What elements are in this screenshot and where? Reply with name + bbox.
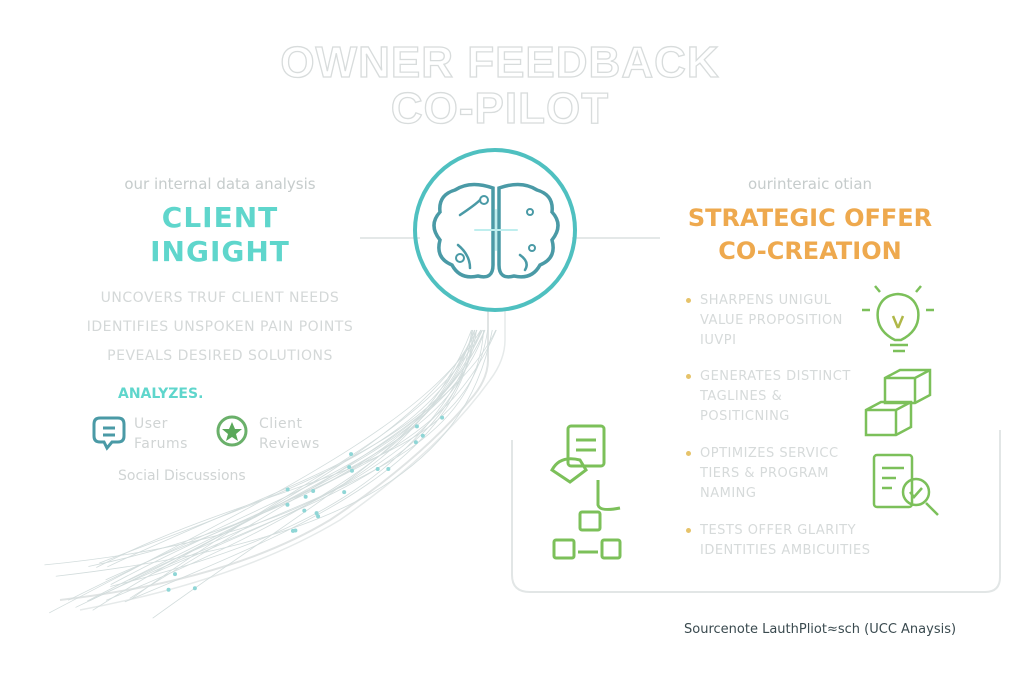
right-subtitle: ourinteraic otian: [747, 175, 873, 193]
building-blocks-icon: [864, 368, 932, 437]
network-node: [349, 468, 354, 473]
network-node: [303, 494, 308, 499]
workflow-icon: [550, 424, 622, 560]
title-line-2: CO-PILOT: [390, 83, 610, 133]
network-strand: [87, 329, 477, 602]
network-node: [386, 467, 391, 472]
network-strand: [96, 329, 489, 568]
network-strand: [44, 329, 476, 566]
network-strand: [88, 329, 473, 567]
bullet-line: TAGLINES &: [700, 389, 783, 404]
stem-line: [59, 308, 489, 601]
lightbulb-icon: [862, 285, 934, 353]
network-node: [173, 572, 178, 577]
network-strand: [75, 329, 478, 608]
network-node: [342, 490, 347, 495]
network-strand: [105, 329, 483, 601]
network-node: [349, 452, 354, 457]
right-heading-line-2: CO-CREATION: [718, 237, 902, 265]
capability-item: IDENTIFIES UNSPOKEN PAIN POINTS: [86, 319, 354, 335]
star-badge-icon: [216, 415, 248, 447]
network-strand: [110, 329, 497, 586]
left-subtitle: our internal data analysis: [124, 175, 316, 193]
source-label: Farums: [134, 436, 188, 452]
bullet-line: TESTS OFFER GLARITY: [700, 523, 857, 538]
brain-icon: [413, 148, 577, 312]
social-discussions: Social Discussions: [118, 468, 246, 484]
output-frame: [511, 430, 1001, 593]
document-check-icon: [872, 453, 939, 516]
chat-bubble-icon: [92, 416, 126, 451]
bullet-line: NAMING: [700, 486, 757, 501]
bullet-line: VALUE PROPOSITION: [700, 313, 843, 328]
network-strand: [110, 329, 482, 587]
network-node: [420, 433, 425, 438]
network-strand: [129, 329, 497, 599]
bullet-dot: [686, 451, 691, 456]
network-node: [285, 487, 290, 492]
offer-bullet: SHARPENS UNIGUL VALUE PROPOSITION IUVPI: [686, 291, 843, 351]
capability-item: UNCOVERS TRUF CLIENT NEEDS: [100, 290, 340, 306]
network-node: [302, 508, 307, 513]
network-node: [414, 424, 419, 429]
network-node: [316, 514, 321, 519]
network-strand: [49, 329, 482, 614]
analyzes-label: ANALYZES.: [118, 386, 204, 402]
network-strand: [68, 329, 486, 601]
bullet-line: TIERS & PROGRAM: [700, 466, 829, 481]
network-strand: [150, 329, 473, 575]
network-strand: [92, 329, 486, 611]
source-note: Sourcenote LauthPliot≈sch (UCC Anaysis): [684, 622, 957, 637]
network-node: [413, 440, 418, 445]
network-node: [314, 511, 319, 516]
network-strand: [55, 329, 493, 577]
network-strand: [128, 329, 484, 581]
network-node: [375, 467, 380, 472]
title-line-1: OWNER FEEDBACK: [280, 37, 720, 87]
source-label: Reviews: [259, 436, 320, 452]
network-node: [293, 528, 298, 533]
network-strand: [99, 329, 475, 564]
right-heading-line-1: STRATEGIC OFFER: [687, 204, 933, 232]
network-node: [192, 586, 197, 591]
network-node: [440, 415, 445, 420]
bullet-line: IUVPI: [700, 333, 737, 348]
source-label: User: [134, 416, 168, 432]
bullet-line: GENERATES DISTINCT: [700, 369, 851, 384]
capability-item: PEVEALS DESIRED SOLUTIONS: [107, 348, 333, 364]
bullet-dot: [686, 528, 691, 533]
bullet-line: IDENTITIES AMBICUITIES: [700, 543, 871, 558]
left-heading-line-2: INGIGHT: [150, 235, 290, 268]
data-network: [44, 329, 497, 619]
network-node: [347, 465, 352, 470]
left-heading-line-1: CLIENT: [161, 201, 279, 234]
bullet-dot: [686, 374, 691, 379]
bullet-line: POSITICNING: [700, 409, 790, 424]
network-node: [285, 502, 290, 507]
network-strand: [124, 329, 476, 603]
source-label: Client: [259, 416, 303, 432]
bullet-line: SHARPENS UNIGUL: [700, 293, 832, 308]
network-node: [311, 489, 316, 494]
offer-bullet: OPTIMIZES SERVICC TIERS & PROGRAM NAMING: [686, 444, 839, 504]
network-strand: [152, 329, 472, 619]
offer-bullet: TESTS OFFER GLARITY IDENTITIES AMBICUITIE…: [686, 521, 871, 561]
bullet-line: OPTIMIZES SERVICC: [700, 446, 839, 461]
network-strand: [89, 329, 472, 602]
bullet-dot: [686, 298, 691, 303]
network-strand: [105, 329, 478, 581]
offer-bullet: GENERATES DISTINCT TAGLINES & POSITICNING: [686, 367, 851, 427]
network-node: [166, 587, 171, 592]
